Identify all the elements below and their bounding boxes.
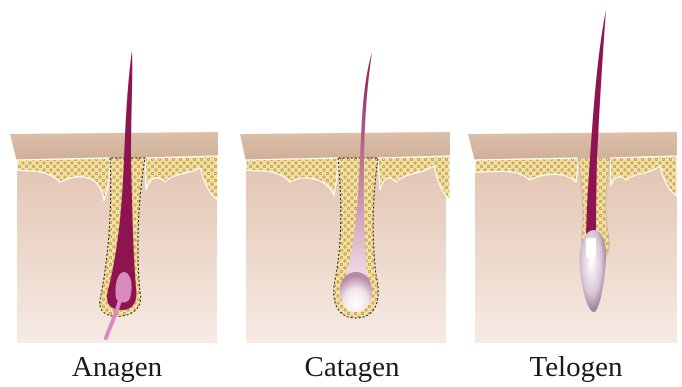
telogen-label: Telogen — [476, 350, 676, 384]
catagen-panel — [240, 52, 450, 343]
telogen-root-tip — [586, 238, 596, 259]
catagen-bulb — [340, 272, 372, 312]
catagen-label: Catagen — [252, 350, 452, 384]
anagen-panel — [10, 50, 218, 343]
telogen-dermis — [475, 158, 677, 343]
telogen-panel — [468, 10, 677, 343]
anagen-label: Anagen — [17, 350, 217, 384]
